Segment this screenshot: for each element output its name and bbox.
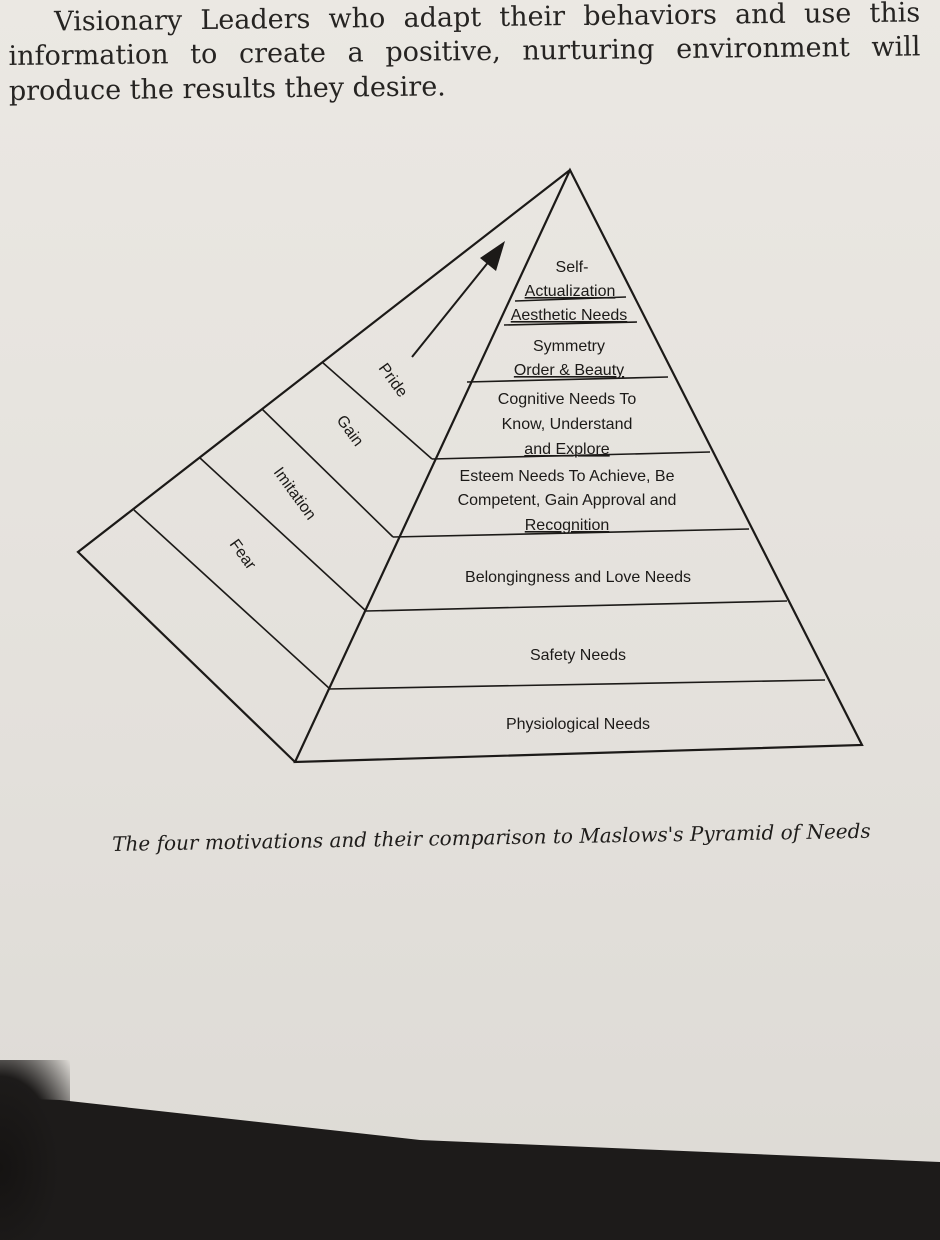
safety-label: Safety Needs — [530, 647, 626, 664]
pyramid-outline — [76, 167, 864, 764]
esteem-label-2: Competent, Gain Approval and — [458, 492, 677, 509]
page-edge-shadow — [0, 1060, 70, 1240]
self-actualization-label-1: Self- — [556, 259, 589, 276]
pyramid-left-face — [76, 169, 571, 763]
motivation-pride-label: Pride — [375, 360, 411, 400]
aesthetic-label-2: Symmetry — [533, 338, 605, 355]
esteem-label-1: Esteem Needs To Achieve, Be — [460, 468, 675, 485]
motivation-fear-label: Fear — [226, 536, 259, 573]
aesthetic-label-3: Order & Beauty — [514, 362, 624, 379]
cognitive-label-1: Cognitive Needs To — [498, 391, 637, 408]
motivation-dividers — [133, 361, 433, 690]
motivation-imitation-label: Imitation — [270, 464, 319, 523]
physiological-label: Physiological Needs — [506, 716, 650, 733]
upward-arrow — [411, 241, 505, 358]
pyramid-front-face — [293, 167, 864, 764]
cognitive-label-3: and Explore — [524, 441, 609, 458]
belongingness-label: Belongingness and Love Needs — [465, 569, 691, 586]
self-actualization-label-2: Actualization — [525, 283, 616, 300]
level-dividers — [327, 296, 826, 690]
motivation-gain-label: Gain — [333, 412, 367, 449]
cognitive-label-2: Know, Understand — [502, 416, 633, 433]
aesthetic-label-1: Aesthetic Needs — [511, 307, 628, 324]
esteem-label-3: Recognition — [525, 517, 610, 534]
